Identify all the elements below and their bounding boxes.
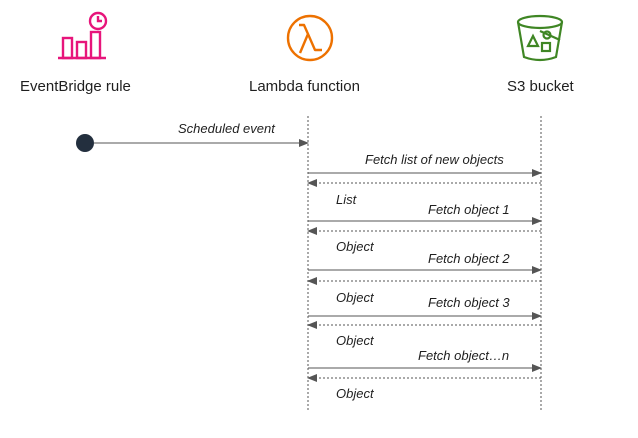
message-label: Scheduled event bbox=[178, 121, 275, 136]
s3-label: S3 bucket bbox=[507, 78, 574, 95]
message-label: Object bbox=[336, 333, 374, 348]
message-label: Fetch object 2 bbox=[428, 251, 510, 266]
message-label: Object bbox=[336, 290, 374, 305]
message-label: Object bbox=[336, 239, 374, 254]
message-label: Fetch list of new objects bbox=[365, 152, 504, 167]
lambda-icon bbox=[286, 14, 334, 62]
eventbridge-label: EventBridge rule bbox=[20, 78, 131, 95]
start-node bbox=[76, 134, 94, 152]
lambda-label: Lambda function bbox=[249, 78, 360, 95]
message-label: Fetch object 1 bbox=[428, 202, 510, 217]
message-label: Fetch object…n bbox=[418, 348, 510, 363]
message-label: Object bbox=[336, 386, 374, 401]
eventbridge-rule-icon bbox=[58, 11, 108, 60]
s3-bucket-icon bbox=[516, 14, 564, 62]
message-label: Fetch object 3 bbox=[428, 295, 510, 310]
message-label: List bbox=[336, 192, 357, 207]
